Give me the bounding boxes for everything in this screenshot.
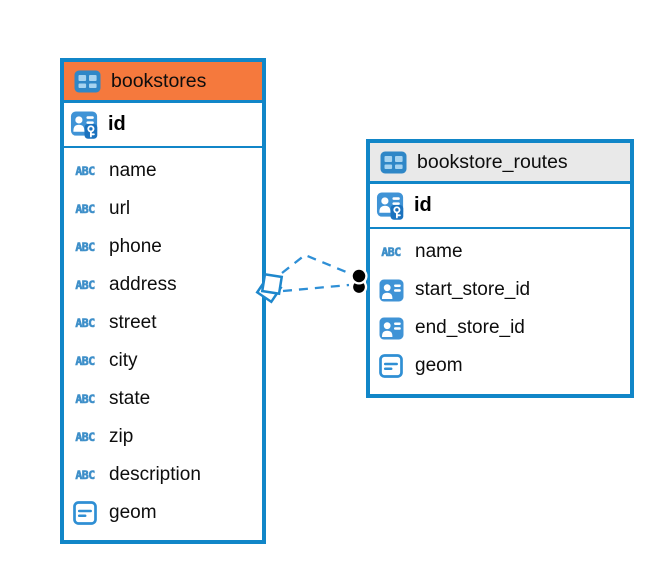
- column-row-geom[interactable]: geom: [370, 347, 630, 385]
- column-name: description: [109, 464, 201, 485]
- text-type-icon: ABC: [381, 245, 401, 260]
- column-row-end_store_id[interactable]: end_store_id: [370, 309, 630, 347]
- text-type-icon: ABC: [70, 316, 100, 331]
- primary-key-name: id: [108, 113, 126, 135]
- column-row-address[interactable]: ABC address: [64, 266, 262, 304]
- column-name: geom: [109, 502, 157, 523]
- table-bookstore-routes[interactable]: bookstore_routes id ABC name start_store_i…: [366, 139, 634, 398]
- primary-key-row-id[interactable]: id: [370, 184, 630, 229]
- column-name: end_store_id: [415, 317, 525, 338]
- column-name: phone: [109, 236, 162, 257]
- geometry-type-icon: [379, 354, 403, 378]
- text-type-icon: ABC: [70, 392, 100, 407]
- text-type-icon: ABC: [75, 468, 95, 483]
- id-reference-icon: [379, 279, 403, 301]
- geometry-type-icon: [376, 354, 406, 378]
- text-type-icon: ABC: [70, 202, 100, 217]
- primary-key-name: id: [414, 194, 432, 216]
- column-row-name[interactable]: ABC name: [64, 152, 262, 190]
- column-row-start_store_id[interactable]: start_store_id: [370, 271, 630, 309]
- column-row-name[interactable]: ABC name: [370, 233, 630, 271]
- geometry-type-icon: [70, 501, 100, 525]
- text-type-icon: ABC: [75, 278, 95, 293]
- column-row-city[interactable]: ABC city: [64, 342, 262, 380]
- id-reference-icon: [376, 279, 406, 302]
- table-title: bookstores: [111, 69, 207, 92]
- column-row-url[interactable]: ABC url: [64, 190, 262, 228]
- primary-key-icon: [376, 191, 406, 221]
- table-icon: [378, 151, 408, 174]
- text-type-icon: ABC: [70, 468, 100, 483]
- text-type-icon: ABC: [70, 240, 100, 255]
- id-reference-icon: [379, 317, 403, 339]
- text-type-icon: ABC: [70, 278, 100, 293]
- column-name: state: [109, 388, 151, 409]
- text-type-icon: ABC: [376, 245, 406, 260]
- column-name: street: [109, 312, 157, 333]
- column-name: geom: [415, 355, 463, 376]
- column-row-zip[interactable]: ABC zip: [64, 418, 262, 456]
- column-name: url: [109, 198, 131, 219]
- relationship-dot-marker[interactable]: [350, 267, 368, 296]
- text-type-icon: ABC: [75, 164, 95, 179]
- column-row-description[interactable]: ABC description: [64, 456, 262, 494]
- id-reference-icon: [376, 317, 406, 340]
- text-type-icon: ABC: [75, 202, 95, 217]
- column-name: name: [109, 160, 157, 181]
- text-type-icon: ABC: [70, 164, 100, 179]
- text-type-icon: ABC: [75, 240, 95, 255]
- column-name: address: [109, 274, 177, 295]
- column-name: start_store_id: [415, 279, 531, 300]
- table-icon: [72, 70, 102, 93]
- table-header-bookstore-routes[interactable]: bookstore_routes: [370, 143, 630, 184]
- column-name: zip: [109, 426, 134, 447]
- text-type-icon: ABC: [75, 430, 95, 445]
- column-name: city: [109, 350, 138, 371]
- relationship-line-2[interactable]: [282, 283, 350, 293]
- column-name: name: [415, 241, 463, 262]
- text-type-icon: ABC: [75, 354, 95, 369]
- column-row-geom[interactable]: geom: [64, 494, 262, 532]
- relationship-line-1[interactable]: [281, 253, 352, 276]
- geometry-type-icon: [73, 501, 97, 525]
- text-type-icon: ABC: [75, 316, 95, 331]
- primary-key-icon: [70, 110, 100, 140]
- text-type-icon: ABC: [70, 430, 100, 445]
- text-type-icon: ABC: [75, 392, 95, 407]
- column-row-phone[interactable]: ABC phone: [64, 228, 262, 266]
- text-type-icon: ABC: [70, 354, 100, 369]
- column-row-state[interactable]: ABC state: [64, 380, 262, 418]
- primary-key-row-id[interactable]: id: [64, 103, 262, 148]
- column-row-street[interactable]: ABC street: [64, 304, 262, 342]
- table-title: bookstore_routes: [417, 150, 568, 173]
- table-header-bookstores[interactable]: bookstores: [64, 62, 262, 103]
